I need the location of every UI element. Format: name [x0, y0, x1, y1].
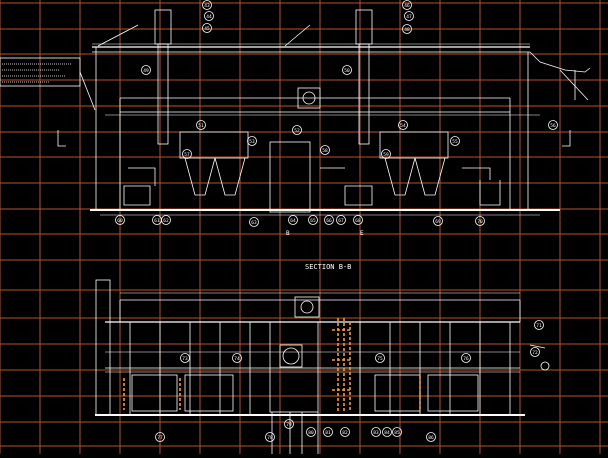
callout-balloon[interactable]: 62 [161, 215, 171, 225]
callout-balloon[interactable]: 57 [182, 149, 192, 159]
svg-text:74: 74 [234, 356, 240, 362]
highlighted-pipework [123, 318, 421, 412]
view-marker-e: E [360, 230, 364, 237]
callout-balloon[interactable]: 59 [381, 149, 391, 159]
svg-text:66: 66 [326, 218, 332, 224]
svg-text:80: 80 [308, 430, 314, 436]
svg-text:73: 73 [182, 356, 188, 362]
svg-text:62: 62 [163, 218, 169, 224]
callout-balloon[interactable]: 86 [426, 432, 436, 442]
svg-text:48: 48 [404, 27, 410, 33]
callout-balloon[interactable]: 67 [336, 215, 346, 225]
svg-text:71: 71 [536, 323, 542, 329]
callout-balloon[interactable]: 74 [232, 353, 242, 363]
svg-text:55: 55 [452, 139, 458, 145]
svg-text:49: 49 [143, 68, 149, 74]
svg-text:53: 53 [249, 139, 255, 145]
callout-balloon[interactable]: 52 [292, 125, 302, 135]
svg-text:64: 64 [290, 218, 296, 224]
callout-balloon[interactable]: 66 [324, 215, 334, 225]
svg-text:67: 67 [338, 218, 344, 224]
callout-balloon[interactable]: 54 [398, 120, 408, 130]
callout-balloon[interactable]: 44 [204, 11, 214, 21]
svg-text:68: 68 [355, 218, 361, 224]
svg-text:70: 70 [477, 219, 483, 225]
callout-balloon[interactable]: 48 [402, 24, 412, 34]
svg-text:83: 83 [373, 430, 379, 436]
callout-balloon[interactable]: 80 [306, 427, 316, 437]
callout-balloon[interactable]: 45 [202, 23, 212, 33]
svg-text:85: 85 [394, 430, 400, 436]
lower-callouts: 71 72 73 74 75 76 77 78 79 80 81 82 83 8… [155, 320, 544, 442]
svg-text:82: 82 [342, 430, 348, 436]
svg-text:54: 54 [400, 123, 406, 129]
svg-text:65: 65 [310, 218, 316, 224]
callout-balloon[interactable]: 83 [371, 427, 381, 437]
callout-balloon[interactable]: 49 [141, 65, 151, 75]
svg-text:75: 75 [377, 356, 383, 362]
callout-balloon[interactable]: 63 [249, 217, 259, 227]
svg-text:63: 63 [251, 220, 257, 226]
callout-balloon[interactable]: 53 [247, 136, 257, 146]
svg-text:59: 59 [383, 152, 389, 158]
svg-text:44: 44 [206, 14, 212, 20]
callout-balloon[interactable]: 46 [402, 0, 412, 10]
callout-balloon[interactable]: 56 [548, 120, 558, 130]
callout-balloon[interactable]: 69 [433, 216, 443, 226]
svg-text:61: 61 [154, 218, 160, 224]
svg-text:47: 47 [406, 14, 412, 20]
callout-balloon[interactable]: 64 [288, 215, 298, 225]
callout-balloon[interactable]: 76 [461, 353, 471, 363]
svg-text:51: 51 [198, 123, 204, 129]
callout-balloon[interactable]: 78 [265, 432, 275, 442]
svg-text:84: 84 [384, 430, 390, 436]
svg-text:69: 69 [435, 219, 441, 225]
view-marker-b: B [286, 230, 290, 237]
callout-balloon[interactable]: 72 [530, 347, 540, 357]
svg-text:58: 58 [322, 148, 328, 154]
svg-text:50: 50 [344, 68, 350, 74]
callout-balloon[interactable]: 58 [320, 145, 330, 155]
upper-elevation [0, 9, 591, 216]
callout-balloon[interactable]: 50 [342, 65, 352, 75]
svg-text:45: 45 [204, 26, 210, 32]
callout-balloon[interactable]: 79 [284, 419, 294, 429]
callout-balloon[interactable]: 65 [308, 215, 318, 225]
svg-text:52: 52 [294, 128, 300, 134]
svg-text:76: 76 [463, 356, 469, 362]
callout-balloon[interactable]: 85 [392, 427, 402, 437]
svg-text:57: 57 [184, 152, 190, 158]
callout-balloon[interactable]: 55 [450, 136, 460, 146]
svg-text:77: 77 [157, 435, 163, 441]
callout-balloon[interactable]: 68 [353, 215, 363, 225]
svg-text:46: 46 [404, 3, 410, 9]
callout-balloon[interactable]: 81 [323, 427, 333, 437]
upper-callouts: 43 44 45 46 47 48 49 50 51 52 53 54 55 5… [115, 0, 558, 227]
svg-text:81: 81 [325, 430, 331, 436]
callout-balloon[interactable]: 82 [340, 427, 350, 437]
svg-text:78: 78 [267, 435, 273, 441]
svg-text:60: 60 [117, 218, 123, 224]
svg-text:86: 86 [428, 435, 434, 441]
callout-balloon[interactable]: 84 [382, 427, 392, 437]
callout-balloon[interactable]: 71 [534, 320, 544, 330]
callout-balloon[interactable]: 60 [115, 215, 125, 225]
lower-section [95, 279, 550, 454]
svg-text:56: 56 [550, 123, 556, 129]
callout-balloon[interactable]: 47 [404, 11, 414, 21]
callout-balloon[interactable]: 51 [196, 120, 206, 130]
svg-text:72: 72 [532, 350, 538, 356]
callout-balloon[interactable]: 73 [180, 353, 190, 363]
callout-balloon[interactable]: 70 [475, 216, 485, 226]
svg-text:79: 79 [286, 422, 292, 428]
callout-balloon[interactable]: 77 [155, 432, 165, 442]
callout-balloon[interactable]: 43 [202, 0, 212, 10]
section-title: SECTION B-B [305, 263, 351, 271]
svg-text:43: 43 [204, 3, 210, 9]
callout-balloon[interactable]: 75 [375, 353, 385, 363]
